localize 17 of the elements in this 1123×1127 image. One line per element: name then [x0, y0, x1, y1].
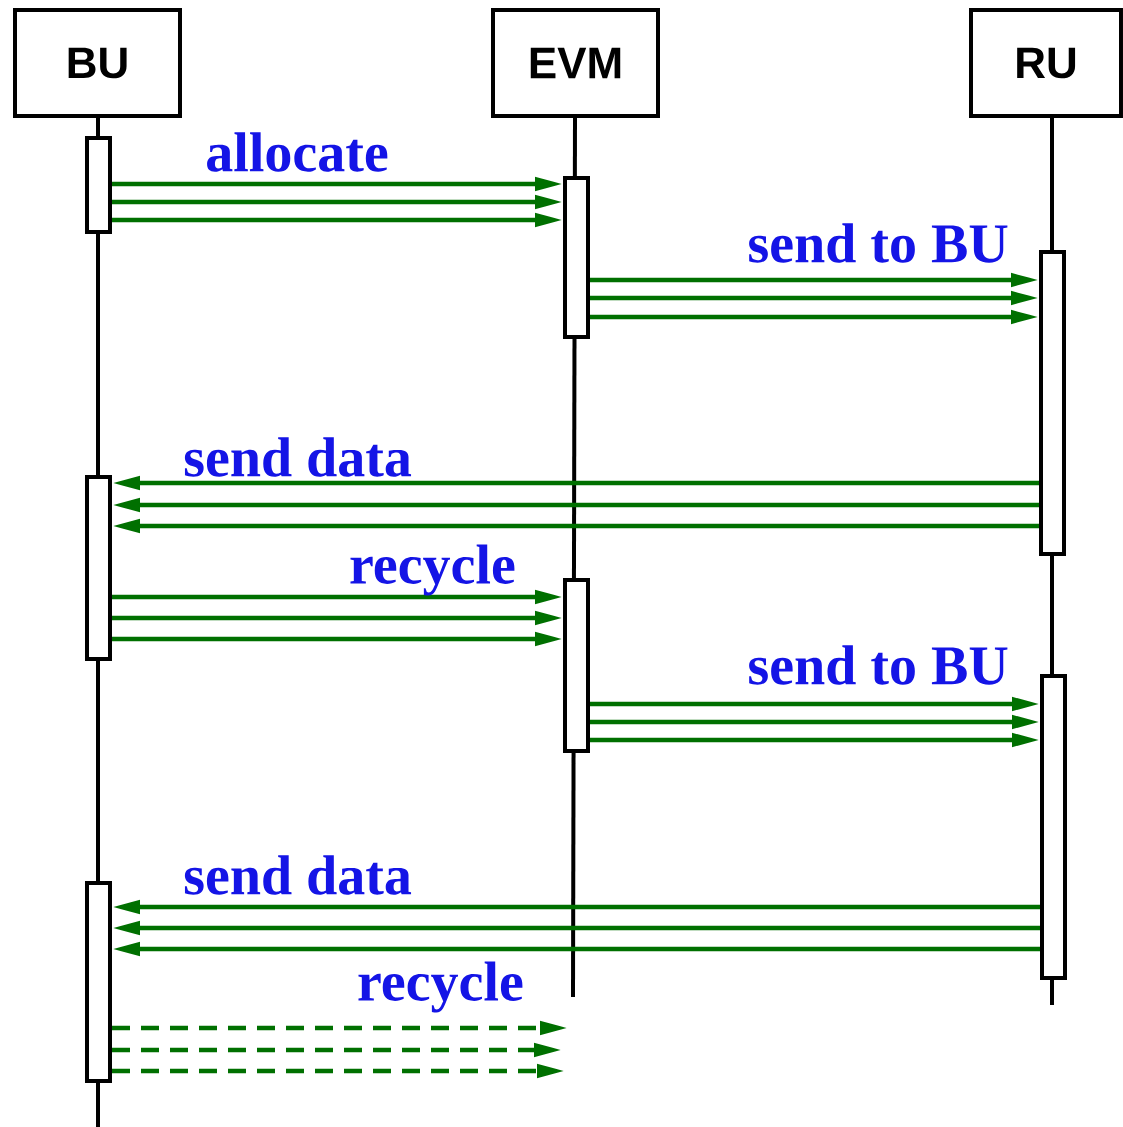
edge-label: recycle — [358, 961, 523, 1013]
activation-bar — [1039, 250, 1066, 556]
activation-bar — [85, 475, 112, 661]
activation-bar — [563, 176, 590, 339]
activation-bar — [85, 136, 112, 234]
edge-label: send to BU — [749, 645, 1008, 685]
edge-label: send data — [184, 437, 412, 477]
activation-bar — [563, 578, 590, 753]
lifeline-header-box: EVM — [491, 8, 660, 118]
edge-label: recycle — [350, 544, 515, 596]
activation-bar — [85, 881, 112, 1083]
lifeline-header-box: RU — [969, 8, 1123, 118]
edge-label: send data — [184, 855, 412, 895]
edge-label: allocate — [207, 132, 388, 172]
edge-label: send to BU — [749, 223, 1008, 263]
lifeline-header-box: BU — [13, 8, 182, 118]
activation-bar — [1040, 674, 1067, 980]
